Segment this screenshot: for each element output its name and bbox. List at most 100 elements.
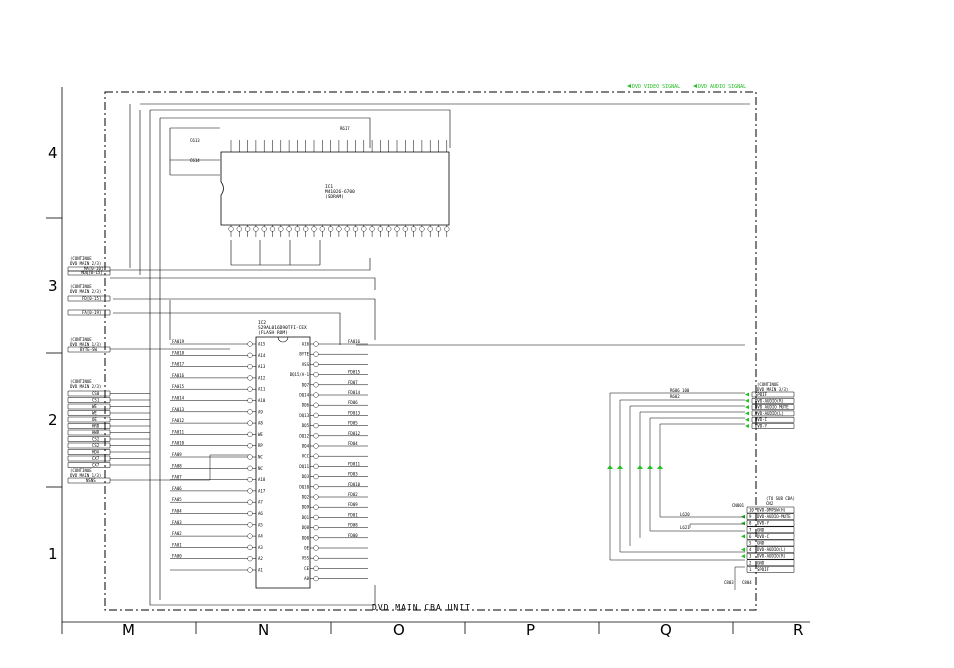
flash-right-pin [313, 535, 319, 541]
col-label-n: N [258, 621, 269, 639]
flash-left-pin [247, 465, 253, 471]
flash-right-pin-name: DQ9 [302, 505, 310, 510]
sub-conn-ref: CN801 [732, 503, 745, 508]
flash-right-pin [313, 341, 319, 347]
sdram-pin-number [386, 226, 392, 232]
left-connector-3: (CONTINUE DVD MAIN 1/3) BYTE-SW [67, 337, 230, 353]
flash-right-pin [313, 494, 319, 500]
c4-note-2: DVD MAIN 2/3) [70, 384, 101, 389]
right-conn-box [751, 404, 795, 410]
video-signal-arrow-icon [627, 84, 631, 88]
sdram-pin-number [411, 226, 417, 232]
c3-note-2: DVD MAIN 1/3) [70, 342, 101, 347]
flash-left-pin-name: NC [258, 455, 263, 460]
c2-sig-1: FD[0-15] [82, 296, 101, 301]
sdram-pin-number [328, 226, 334, 232]
c4-box [67, 429, 111, 436]
flash-left-net: FA017 [172, 362, 185, 367]
signal-arrow-icon [745, 405, 749, 410]
c3-note-1: (CONTINUE [70, 337, 92, 342]
right-conn-pin: DVD-AUDIO(L) [755, 411, 784, 416]
flash-left-pin [247, 567, 253, 573]
sub-conn-cn2: CN2 [766, 501, 774, 506]
flash-left-pin-name: A15 [258, 342, 266, 347]
sdram-part: M41026-6700 [325, 189, 355, 195]
signal-arrow-icon [745, 411, 749, 416]
flash-left-net: FA07 [172, 475, 182, 480]
flash-part: S29AL016D90TFI-CEX [258, 325, 307, 331]
flash-right-pin [313, 514, 319, 521]
flash-right-pin [313, 524, 319, 531]
right-conn-note-2: DVD MAIN 3/3) [757, 387, 788, 392]
part-c614: C614 [190, 158, 200, 163]
flash-left-pin-name: A9 [258, 409, 263, 414]
flash-right-pin [313, 433, 319, 439]
sub-conn-pin: DVD-AUDIO-MUTE [757, 514, 791, 519]
flash-left-pin [247, 364, 253, 370]
flash-left-pin-name: NC [258, 466, 263, 471]
right-conn-box [751, 423, 795, 429]
flash-left-pin-name: A5 [258, 522, 263, 527]
c1-sig-2: MDQ[0-15] [81, 270, 103, 275]
flash-left-net: FA011 [172, 429, 185, 434]
sdram-pin-number [269, 226, 276, 232]
sdram-pin-number [394, 226, 400, 232]
flash-right-net: FD06 [348, 400, 358, 405]
col-label-q: Q [660, 621, 672, 639]
flash-left-pin-name: A7 [258, 500, 263, 505]
flash-right-pin-name: DQ2 [302, 495, 310, 500]
flash-right-net: FD07 [348, 380, 358, 385]
flash-left-pin [247, 352, 253, 358]
flash-right-pin-name: A0 [304, 576, 309, 581]
sdram-pin-number [361, 226, 367, 232]
flash-right-net: FD09 [348, 502, 358, 507]
right-conn-pin: DVD AUDIO MUTE [755, 405, 789, 410]
flash-right-pin-name: DQ5 [302, 423, 310, 428]
flash-left-pin-name: RP [258, 443, 263, 448]
c1-note-1: (CONTINUE [70, 256, 92, 261]
flash-right-pin-name: DQ12 [299, 433, 309, 438]
flash-right-net: FD05 [348, 421, 358, 426]
col-label-r: R [793, 621, 803, 639]
sdram-pin-number [278, 226, 284, 232]
sub-conn-box [746, 539, 795, 547]
flash-left-pin [247, 431, 253, 438]
c4-box [67, 403, 111, 410]
left-connector-4: (CONTINUE DVD MAIN 2/3) CS0CS1WEWEOEHRDH… [67, 379, 150, 468]
flash-right-pin [313, 382, 319, 388]
c4-sig: CS2 [92, 437, 100, 442]
flash-left-pin-name: A1 [258, 568, 263, 573]
sub-conn-box [746, 566, 795, 573]
part-r606: R606 100 [670, 388, 690, 393]
sub-conn-number: 5 [749, 541, 752, 546]
sub-conn-box [746, 506, 795, 514]
sdram-pin-number [319, 226, 325, 232]
flash-right-net: FD010 [348, 482, 361, 487]
flash-right-pin-name: A16 [302, 342, 310, 347]
flash-right-pin-name: DQ6 [302, 403, 310, 408]
flash-right-net: FD02 [348, 492, 358, 497]
flash-left-pin-name: A8 [258, 421, 263, 426]
c4-sig: CX7 [92, 463, 100, 468]
sdram-ref: IC1 [325, 184, 333, 190]
audio-signal-legend: DVD AUDIO SIGNAL [698, 84, 746, 90]
right-conn-box [751, 410, 795, 417]
flash-right-net: FD011 [348, 461, 361, 466]
c4-sig: CS0 [92, 391, 100, 396]
flash-left-pin-name: A18 [258, 477, 266, 482]
flash-name: (FLASH ROM) [258, 330, 288, 336]
part-c803: C803 [724, 580, 734, 585]
flash-left-pin [247, 420, 253, 426]
flash-right-pin-name: VSS [302, 362, 310, 367]
sdram-pins [228, 140, 450, 237]
right-conn-pin: DVD-C [755, 417, 768, 422]
signal-arrow-icon [741, 554, 745, 559]
signal-arrow-icon [745, 424, 749, 428]
signal-arrow-icon [741, 521, 745, 526]
signal-arrow-icon [745, 417, 749, 422]
sdram-chip: IC1 M41026-6700 (SDRAM) [220, 151, 450, 226]
flash-left-net: FA012 [172, 418, 185, 423]
flash-right-pin-name: DQ10 [299, 484, 309, 489]
sub-conn-number: 10 [749, 508, 754, 513]
